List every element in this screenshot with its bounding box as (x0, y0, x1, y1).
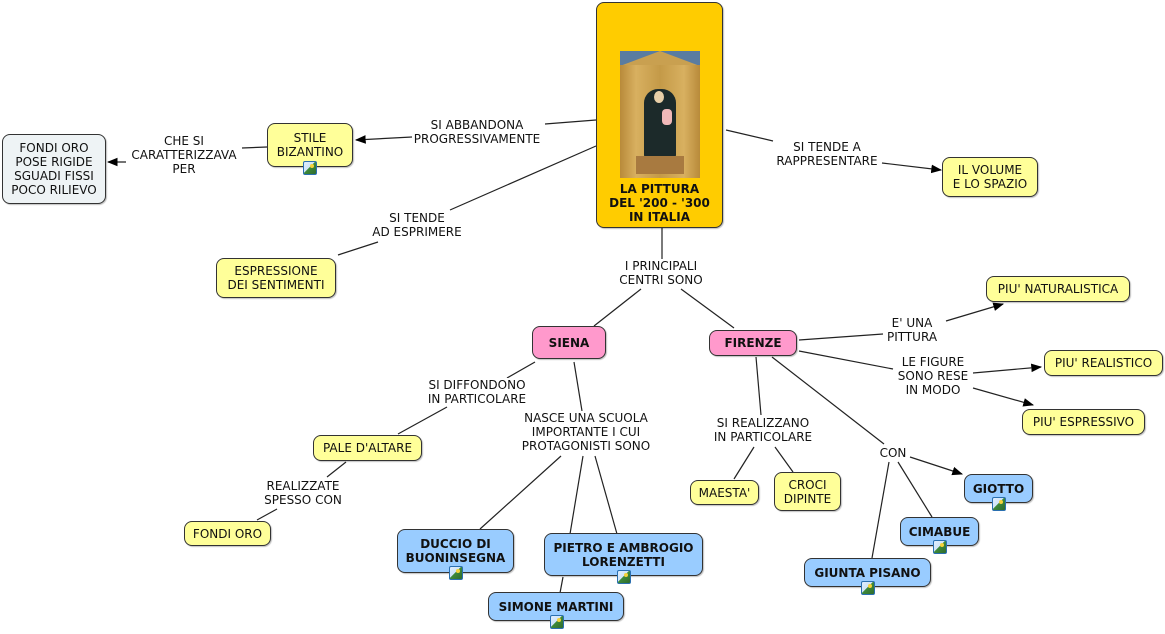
node-maesta[interactable]: MAESTA' (690, 480, 759, 505)
link-label-realizzate: REALIZZATE SPESSO CON (264, 479, 342, 507)
image-icon[interactable] (303, 161, 317, 175)
image-icon[interactable] (933, 540, 947, 554)
node-volume-spazio-label: IL VOLUME E LO SPAZIO (952, 163, 1028, 191)
edge-scuola-lorenzetti-b (594, 455, 618, 535)
node-espressione-sentimenti[interactable]: ESPRESSIONE DEI SENTIMENTI (216, 258, 336, 298)
node-fondi-oro-list-label: FONDI ORO POSE RIGIDE SGUADI FISSI POCO … (11, 141, 97, 197)
node-duccio-label: DUCCIO DI BUONINSEGNA (405, 537, 506, 565)
node-realistico-label: PIU' REALISTICO (1054, 356, 1153, 370)
node-giotto[interactable]: GIOTTO (964, 474, 1033, 511)
node-fondi-oro-list[interactable]: FONDI ORO POSE RIGIDE SGUADI FISSI POCO … (2, 134, 106, 204)
edge-pale-realizzate (326, 461, 347, 478)
edge-realizzano-croci (774, 446, 794, 473)
edge-lorenzetti-simone (559, 576, 564, 594)
node-stile-bizantino[interactable]: STILE BIZANTINO (267, 123, 353, 175)
edge-centri-firenze (680, 288, 735, 329)
edge-con-cimabue (897, 461, 933, 518)
link-label-pittura: E' UNA PITTURA (886, 316, 938, 344)
link-label-con: CON (879, 446, 907, 460)
node-giunta-label: GIUNTA PISANO (814, 565, 921, 580)
node-cimabue-label: CIMABUE (908, 524, 971, 539)
edge-realizzano-maesta (733, 446, 755, 480)
edge-con-giunta (871, 461, 890, 559)
edge-centri-siena (593, 288, 642, 327)
link-label-abbandona: SI ABBANDONA PROGRESSIVAMENTE (413, 118, 541, 146)
node-piu-espressivo[interactable]: PIU' ESPRESSIVO (1022, 409, 1145, 435)
edge-diffondono-pale (397, 406, 448, 435)
node-fondi-oro-label: FONDI ORO (192, 526, 263, 541)
image-icon[interactable] (617, 570, 631, 584)
link-label-centri: I PRINCIPALI CENTRI SONO (619, 259, 703, 287)
edge-pittura-naturalistica (945, 302, 1005, 322)
link-label-figure: LE FIGURE SONO RESE IN MODO (897, 355, 969, 397)
edge-firenze-figure (798, 350, 894, 370)
node-duccio[interactable]: DUCCIO DI BUONINSEGNA (397, 529, 514, 580)
node-lorenzetti[interactable]: PIETRO E AMBROGIO LORENZETTI (544, 533, 703, 584)
link-label-esprimere: SI TENDE AD ESPRIMERE (372, 211, 462, 239)
node-maesta-label: MAESTA' (698, 485, 751, 500)
node-lorenzetti-label: PIETRO E AMBROGIO LORENZETTI (553, 540, 694, 569)
node-espressivo-label: PIU' ESPRESSIVO (1032, 415, 1135, 429)
edge-figure-realistico (972, 363, 1043, 374)
node-croci-label: CROCI DIPINTE (783, 477, 832, 506)
edge-esprimere-espressione (337, 241, 379, 256)
node-naturalistica-label: PIU' NATURALISTICA (997, 282, 1119, 296)
link-label-diffondono: SI DIFFONDONO IN PARTICOLARE (427, 378, 527, 406)
image-icon[interactable] (861, 581, 875, 595)
image-icon[interactable] (992, 497, 1006, 511)
node-piu-realistico[interactable]: PIU' REALISTICO (1044, 350, 1163, 376)
edge-scuola-duccio (479, 455, 562, 530)
node-croci-dipinte[interactable]: CROCI DIPINTE (774, 472, 841, 511)
link-label-scuola: NASCE UNA SCUOLA IMPORTANTE I CUI PROTAG… (521, 411, 651, 453)
edge-firenze-pittura (798, 333, 884, 341)
edge-firenze-realizzano (755, 356, 762, 416)
edge-siena-scuola (573, 361, 583, 412)
node-simone-label: SIMONE MARTINI (498, 599, 614, 614)
madonna-painting-image (619, 51, 700, 178)
edge-main-esprimere (449, 145, 597, 211)
main-topic-title: LA PITTURA DEL '200 - '300 IN ITALIA (609, 182, 710, 224)
edge-main-abbandona (544, 119, 597, 125)
node-giunta-pisano[interactable]: GIUNTA PISANO (804, 558, 931, 595)
node-simone-martini[interactable]: SIMONE MARTINI (488, 592, 624, 629)
node-siena[interactable]: SIENA (532, 326, 606, 359)
node-firenze-label: FIRENZE (724, 336, 782, 350)
edge-figure-espressivo (972, 387, 1035, 407)
node-piu-naturalistica[interactable]: PIU' NATURALISTICA (986, 276, 1130, 302)
edge-abbandona-bizantino (354, 135, 413, 144)
edge-realizzate-fondioro (256, 508, 278, 521)
edge-siena-diffondono (506, 361, 536, 379)
link-label-rappresentare: SI TENDE A RAPPRESENTARE (776, 140, 878, 168)
link-label-realizzano: SI REALIZZANO IN PARTICOLARE (713, 416, 813, 444)
edge-con-giotto (909, 456, 964, 476)
node-stile-bizantino-label: STILE BIZANTINO (276, 131, 344, 159)
edge-scuola-lorenzetti-a (569, 455, 584, 535)
node-giotto-label: GIOTTO (972, 481, 1025, 496)
link-label-caratterizzava: CHE SI CARATTERIZZAVA PER (131, 134, 237, 176)
image-icon[interactable] (550, 615, 564, 629)
edge-main-rappresentare (725, 129, 774, 142)
node-pale-altare-label: PALE D'ALTARE (322, 441, 413, 455)
image-icon[interactable] (449, 566, 463, 580)
node-pale-altare[interactable]: PALE D'ALTARE (313, 435, 422, 461)
edge-rappresentare-volume (881, 162, 943, 174)
node-fondi-oro[interactable]: FONDI ORO (184, 521, 271, 546)
edge-firenze-con (771, 356, 885, 445)
main-topic-node[interactable]: LA PITTURA DEL '200 - '300 IN ITALIA (596, 2, 723, 228)
node-cimabue[interactable]: CIMABUE (900, 517, 979, 554)
node-siena-label: SIENA (548, 335, 590, 350)
node-volume-spazio[interactable]: IL VOLUME E LO SPAZIO (942, 157, 1038, 197)
node-firenze[interactable]: FIRENZE (709, 330, 797, 356)
edge-bizantino-caratterizzava (241, 146, 268, 149)
node-espressione-label: ESPRESSIONE DEI SENTIMENTI (227, 264, 325, 292)
